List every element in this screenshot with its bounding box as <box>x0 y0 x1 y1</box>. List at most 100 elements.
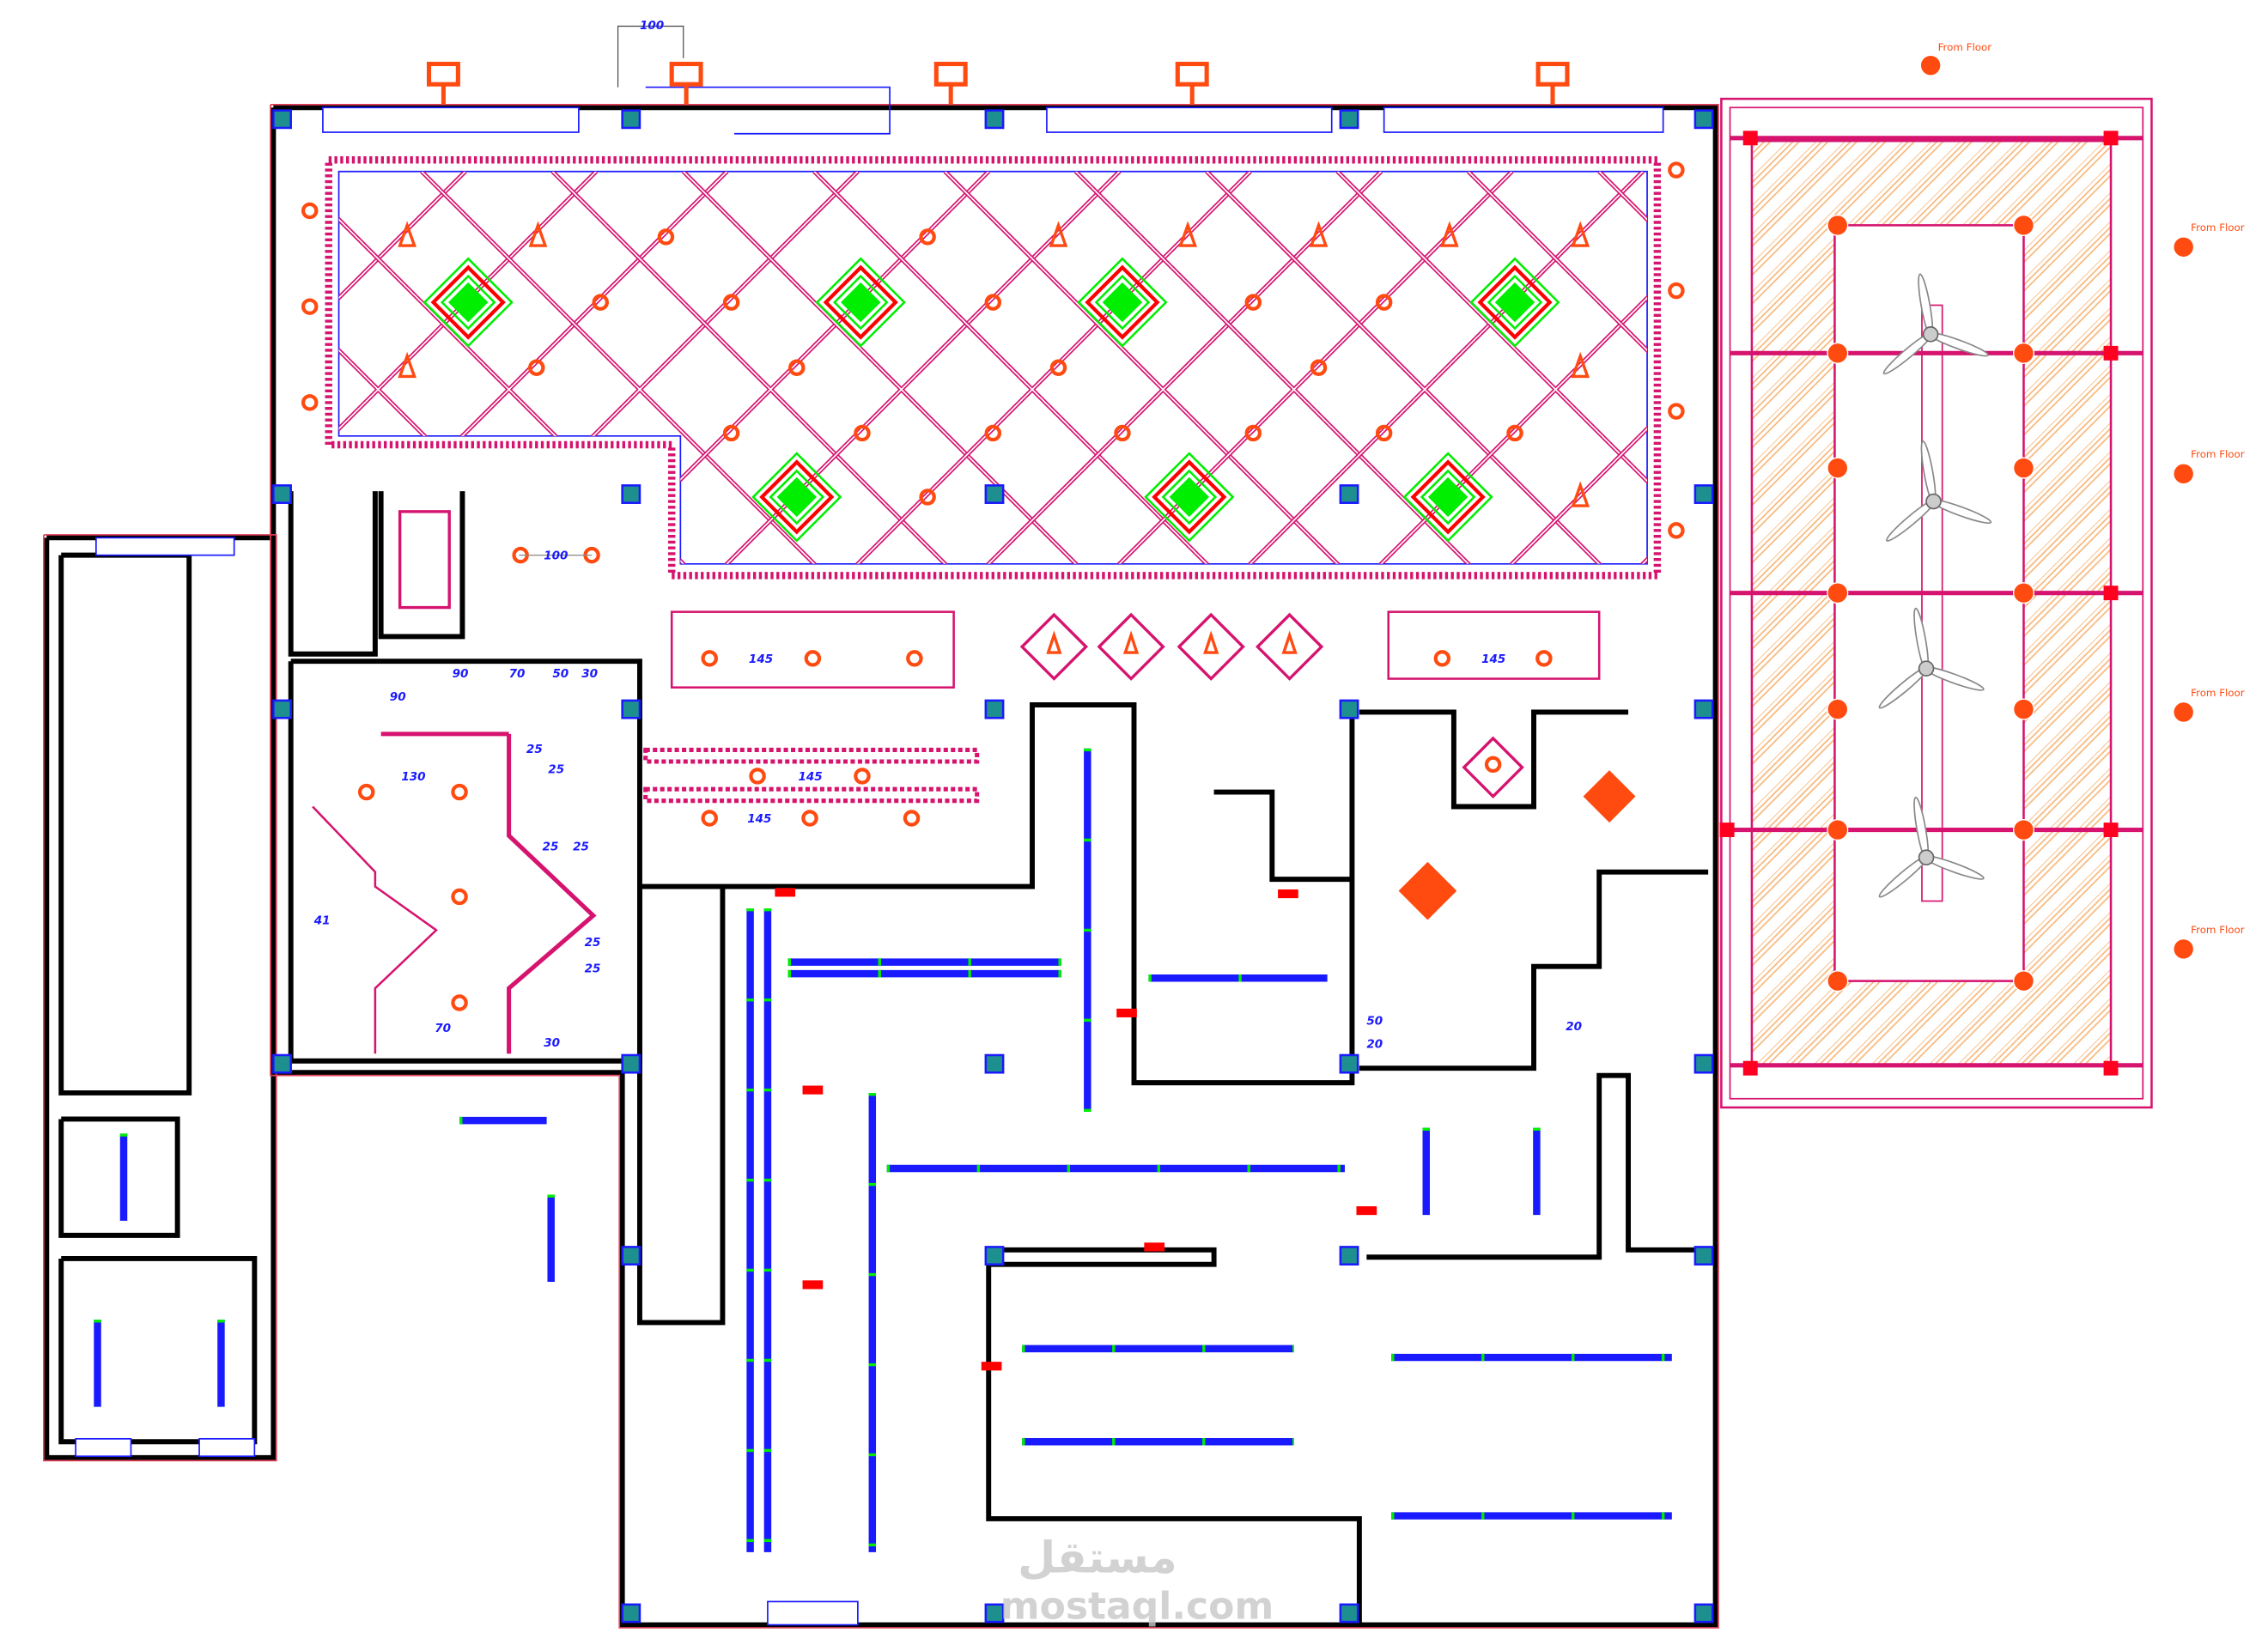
grid-line <box>0 172 73 608</box>
pendant-lamp-icon <box>1178 221 1197 247</box>
watermark-latin: mostaql.com <box>1000 1585 1274 1629</box>
downlight-icon <box>1310 359 1328 377</box>
downlight-icon <box>1668 403 1685 420</box>
dimension-label: 25 <box>585 962 601 975</box>
dimension-label: 41 <box>313 914 331 928</box>
dimension-label: 30 <box>581 667 598 681</box>
emergency-light <box>802 1085 824 1095</box>
dimension-label: 25 <box>585 936 601 950</box>
pergola-light-icon <box>1827 457 1849 479</box>
dimension-label: 50 <box>552 667 569 681</box>
green-diamond-feature <box>841 282 881 323</box>
downlight-icon <box>701 810 718 827</box>
dimension-label: 70 <box>435 1022 451 1035</box>
wall-light-icon <box>426 61 460 87</box>
grid-line <box>2123 172 2268 608</box>
green-diamond-feature <box>751 452 842 543</box>
decorative-diamond <box>1583 770 1636 823</box>
dimension-label: 130 <box>401 770 425 784</box>
column-marker <box>2103 822 2119 838</box>
downlight-icon <box>1433 650 1451 667</box>
downlight-icon <box>1668 522 1685 539</box>
downlight-icon <box>919 489 936 506</box>
pendant-lamp-icon <box>528 221 548 247</box>
downlight-icon <box>722 294 740 311</box>
from-floor-label: From Floor <box>1938 41 1992 53</box>
downlight-icon <box>1484 756 1502 774</box>
fan-hub <box>1925 493 1942 510</box>
structural-column <box>984 109 1005 130</box>
structural-column <box>621 1053 641 1074</box>
emergency-light <box>1144 1242 1165 1252</box>
grid-line <box>683 171 1121 564</box>
downlight-icon <box>903 810 921 827</box>
downlight-icon <box>854 424 871 442</box>
downlight-icon <box>1375 294 1393 311</box>
green-diamond-feature <box>1477 264 1553 340</box>
pendant-lamp-icon <box>1046 630 1062 654</box>
downlight-icon <box>1244 424 1262 442</box>
pendant-lamp-icon <box>1203 630 1219 654</box>
dimension-label: 145 <box>749 653 773 666</box>
structural-column <box>621 484 641 504</box>
structural-column <box>1693 1246 1714 1266</box>
green-diamond-feature <box>1077 257 1168 348</box>
pergola-light-icon <box>1827 214 1849 236</box>
downlight-icon <box>451 994 468 1011</box>
structural-column <box>1339 109 1359 130</box>
hatched-pergola-area <box>1719 97 2153 1109</box>
decorative-band <box>643 747 980 764</box>
dimension-label: 100 <box>544 549 568 563</box>
dimension-label: 90 <box>390 690 406 704</box>
column-marker <box>2103 586 2119 601</box>
green-diamond-feature <box>1144 452 1235 543</box>
from-floor-label: From Floor <box>2191 687 2245 699</box>
column-marker <box>2103 131 2119 146</box>
dimension-label: 145 <box>1481 653 1505 666</box>
emergency-light <box>981 1362 1002 1371</box>
fan-hub <box>1918 849 1935 866</box>
grid-line <box>0 172 73 608</box>
ceiling-panel <box>1387 610 1601 680</box>
ceiling-panel <box>670 610 955 689</box>
downlight-icon <box>701 650 718 667</box>
emergency-light <box>802 1280 824 1290</box>
downlight-icon <box>451 783 468 801</box>
grid-line <box>1075 171 1513 564</box>
downlight-icon <box>749 768 766 785</box>
downlight-icon <box>301 394 319 411</box>
watermark-arabic: مستقل <box>1018 1533 1177 1583</box>
fan-rail <box>1921 304 1943 902</box>
green-diamond-feature <box>448 282 489 323</box>
decorative-zigzag <box>507 733 597 1054</box>
wall-light-icon <box>1535 61 1570 87</box>
pergola-light-icon <box>2012 698 2035 720</box>
dimension-label: 145 <box>747 812 771 826</box>
emergency-light <box>1116 1008 1137 1017</box>
downlight-icon <box>592 294 609 311</box>
pergola-light-icon <box>2012 214 2035 236</box>
downlight-icon <box>1668 282 1685 300</box>
grid-line <box>338 171 597 564</box>
grid-line <box>1468 171 1648 564</box>
column-marker <box>1742 1060 1758 1076</box>
emergency-light <box>1278 889 1298 899</box>
pergola-light-icon <box>2012 342 2035 364</box>
decorative-diamond <box>1255 612 1324 681</box>
pergola-light-icon <box>1827 970 1849 992</box>
grid-line <box>2253 172 2268 608</box>
downlight-icon <box>301 298 319 315</box>
pendant-lamp-icon <box>1571 481 1590 507</box>
decorative-diamond <box>1177 612 1245 681</box>
emergency-light <box>775 888 796 897</box>
structural-column <box>1693 109 1714 130</box>
column-marker <box>2103 345 2119 361</box>
decorative-diamond <box>1019 612 1089 681</box>
downlight-icon <box>804 650 822 667</box>
pergola-light-icon <box>2012 970 2035 992</box>
ceiling-fan-icon <box>1882 273 1989 375</box>
structural-column <box>984 1246 1005 1266</box>
downlight-icon <box>788 359 806 377</box>
downlight-icon <box>357 783 375 801</box>
